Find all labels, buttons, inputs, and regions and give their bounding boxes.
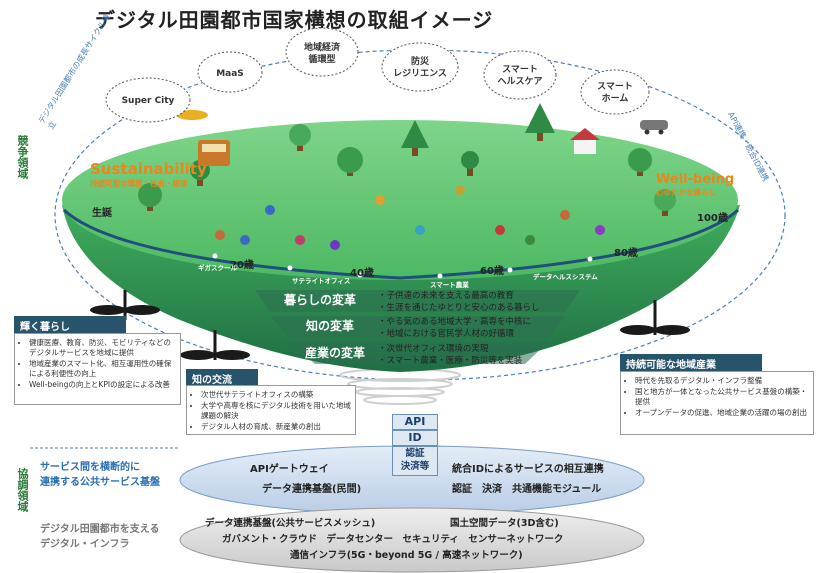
fan-left-icon [90,290,160,320]
cloud-label: レジリエンス [393,68,447,79]
service-platform-label-2: 連携する公共サービス基盤 [40,477,160,488]
infra-label-1: デジタル田園都市を支える [40,524,160,535]
auth-line2: 決済等 [400,461,430,472]
cloud-label: スマート [502,64,538,75]
band-item: スマート農業・医療・防災等を実装 [378,354,523,366]
wellbeing-subtitle: 心ゆたかな暮らし [656,188,716,197]
infra-network: 通信インフラ(5G・beyond 5G / 高速ネットワーク) [290,550,523,561]
band-title-knowledge: 知の変革 [305,319,354,333]
cloud-label: スマート [597,81,633,92]
cloud-local-economy: 地域経済 循環型 [285,27,359,77]
cloud-smart-home: スマート ホーム [580,69,650,115]
cloud-label: 防災 [411,55,430,67]
tag-data-health: データヘルスシステム [533,273,598,281]
box-item: オープンデータの促進、地域企業の活躍の場の創出 [635,408,809,418]
auth-line1: 認証 [405,448,425,459]
fan-mid-icon [180,330,250,360]
orbit-ring [54,49,786,381]
band-item: 次世代オフィス環境の実現 [378,342,489,354]
tram-icon [198,140,230,166]
cloud-label: ヘルスケア [497,76,542,87]
disc-integrated-id: 統合IDによるサービスの相互連携 [452,464,604,475]
cloud-label: Super City [122,96,175,106]
cloud-label: 循環型 [308,53,335,65]
cloud-super-city: Super City [105,77,191,123]
side-label-cooperation: 協調領域 [16,468,29,512]
age-birth: 生誕 [92,208,112,219]
cloud-disaster: 防災 レジリエンス [381,42,459,92]
band-item: 子供達の未来を支える最高の教育 [378,289,514,301]
age-60: 60歳 [480,266,504,277]
disc-common-modules: 認証 決済 共通機能モジュール [452,484,602,495]
box-item: 地域産業のスマート化、相互運用性の確保による利便性の向上 [29,359,176,379]
box-sangyo: 時代を先取るデジタル・インフラ整備 国と地方が一体となった公共サービス基盤の構築… [620,371,814,435]
cloud-label: 地域経済 [304,41,341,53]
sustainability-block: Sustainability 持続可能な環境・社会・経済 [90,160,207,189]
cloud-maas: MaaS [197,51,263,93]
box-item: 時代を先取るデジタル・インフラ整備 [635,376,809,386]
infra-label: デジタル田園都市を支える デジタル・インフラ [40,520,160,550]
box-title-chi: 知の交流 [186,369,258,388]
disc-data-platform-private: データ連携基盤(民間) [262,484,362,495]
box-item: 大学や高専を核にデジタル技術を用いた地域課題の解決 [201,401,351,421]
box-title-kagayaku: 輝く暮らし [14,316,126,335]
tag-giga-school: ギガスクール [198,264,237,272]
rim-line [62,208,740,280]
age-80: 80歳 [614,248,638,259]
service-platform-label-1: サービス間を横断的に [40,462,140,473]
band-title-industry: 産業の変革 [304,346,365,360]
age-100: 100歳 [697,213,728,224]
box-item: デジタル人材の育成、新産業の創出 [201,422,351,432]
auth-block: 認証 決済等 [392,446,438,476]
infra-disc [179,507,645,573]
sustainability-subtitle: 持続可能な環境・社会・経済 [90,179,188,188]
box-item: Well-beingの向上とKPIの設定による改善 [29,380,176,390]
infra-cloud-row: ガバメント・クラウド データセンター セキュリティ センサーネットワーク [222,534,564,545]
band-title-life: 暮らしの変革 [283,293,356,307]
infra-data-mesh: データ連携基盤(公共サービスメッシュ) [205,518,376,529]
fan-right-icon [620,300,690,335]
disc-api-gateway: APIゲートウェイ [250,464,329,475]
age-40: 40歳 [350,268,374,279]
vehicle-icon [640,120,668,135]
band-item: 生涯を通じたゆとりと安心のある暮らし [378,301,540,313]
wellbeing-block: Well-being 心ゆたかな暮らし [656,172,734,198]
age-20: 20歳 [230,260,254,271]
api-gw-block: API GW [392,414,438,442]
box-item: 次世代サテライトオフィスの構築 [201,390,351,400]
box-chi: 次世代サテライトオフィスの構築 大学や高専を核にデジタル技術を用いた地域課題の解… [186,385,356,435]
spring-graphic [339,368,461,405]
wellbeing-title: Well-being [656,172,735,187]
band-item: やる気のある地域大学・高専を中核に [378,315,532,327]
page-title: デジタル田園都市国家構想の取組イメージ [95,8,494,32]
box-item: 健康医療、教育、防災、モビリティなどのデジタルサービスを地域に提供 [29,338,176,358]
box-title-sangyo: 持続可能な地域産業 [620,354,762,373]
tag-smart-agri: スマート農業 [430,281,469,289]
cloud-label: MaaS [216,69,244,79]
tag-satellite-office: サテライトオフィス [292,277,351,285]
box-item: 国と地方が一体となった公共サービス基盤の構築・提供 [635,387,809,407]
sustainability-title: Sustainability [90,160,207,178]
house-icon [570,128,600,154]
id-block: ID [392,430,438,446]
band-item: 地域における官民学人材の好循環 [378,327,515,339]
rim-dots [212,253,593,279]
bowl-top [62,120,738,280]
service-platform-label: サービス間を横断的に 連携する公共サービス基盤 [40,458,160,488]
cloud-label: ホーム [602,93,629,104]
people-figures [215,185,605,250]
side-label-competition: 競争領域 [16,135,29,179]
trees [138,103,676,216]
infra-label-2: デジタル・インフラ [40,539,130,550]
box-kagayaku: 健康医療、教育、防災、モビリティなどのデジタルサービスを地域に提供 地域産業のス… [14,333,181,405]
infra-geo-data: 国土空間データ(3D含む) [450,518,559,529]
cloud-healthcare: スマート ヘルスケア [483,50,557,100]
